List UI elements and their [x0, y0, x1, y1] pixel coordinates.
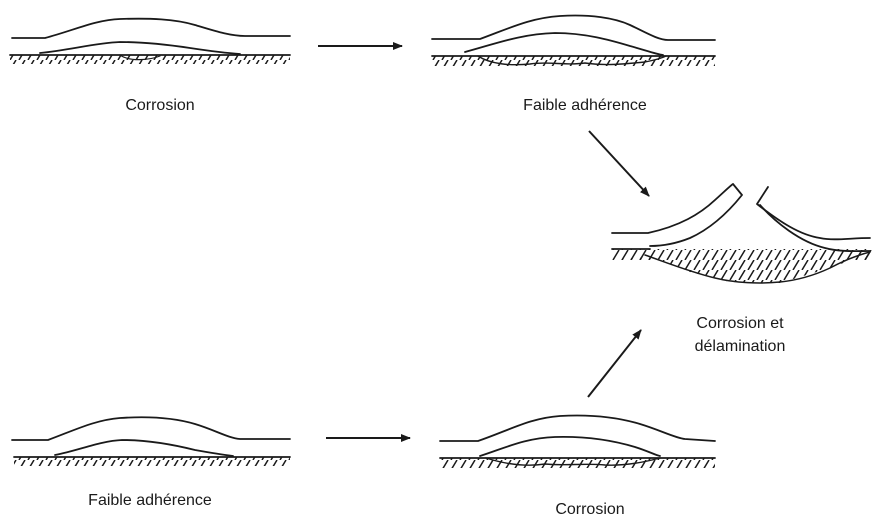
arrows: [318, 42, 650, 442]
panel-bottom-left-substrate: [13, 456, 291, 466]
panel-right-substrate: [611, 248, 872, 284]
panel-bottom-right-substrate: [439, 457, 716, 468]
panel-right-coating: [611, 183, 871, 253]
arrow-to-delamination-top: [588, 130, 650, 197]
label-top-left: Corrosion: [125, 97, 195, 114]
label-bottom-right: Corrosion: [555, 501, 625, 518]
panel-top-left-substrate: [9, 54, 291, 64]
panel-top-left-coating: [11, 17, 291, 55]
label-right-line2: délamination: [694, 338, 786, 355]
label-bottom-left: Faible adhérence: [88, 492, 212, 509]
panel-bottom-right-coating: [439, 414, 716, 457]
arrow-to-delamination-bottom: [587, 329, 642, 398]
panel-top-right-substrate: [431, 55, 716, 66]
panel-bottom-left-coating: [11, 416, 291, 457]
label-top-right: Faible adhérence: [523, 97, 647, 114]
label-right-line1: Corrosion et: [696, 315, 784, 332]
panel-top-right-coating: [431, 14, 716, 56]
